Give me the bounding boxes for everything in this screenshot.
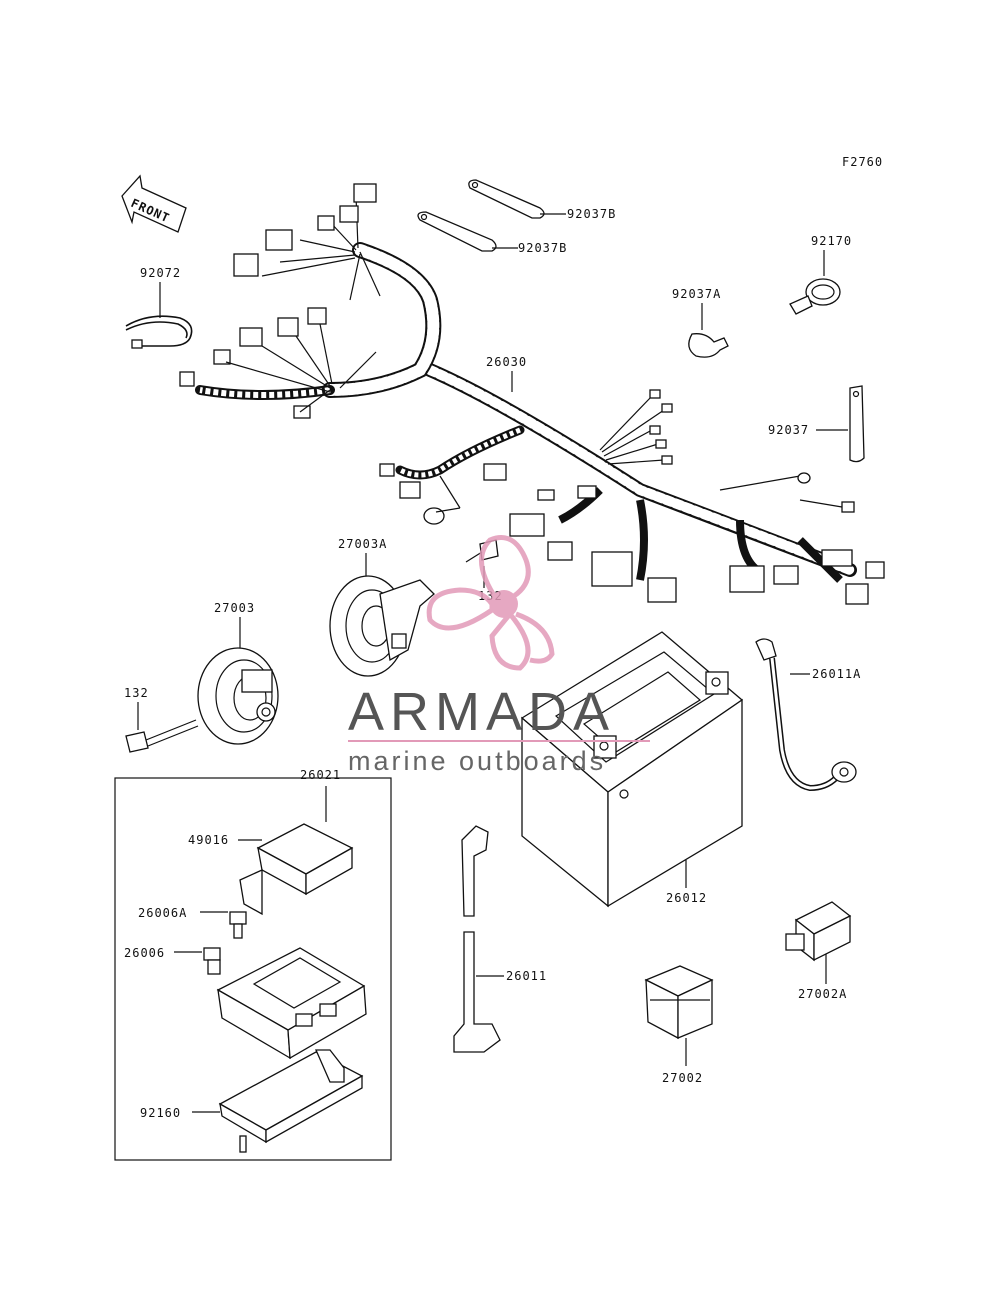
callout-26011a: 26011A bbox=[812, 667, 861, 681]
callout-92037b-2: 92037B bbox=[518, 241, 567, 255]
callout-26006a: 26006A bbox=[138, 906, 187, 920]
part-92170-clamp bbox=[789, 278, 841, 315]
callout-27002a: 27002A bbox=[798, 987, 847, 1001]
front-arrow-icon: FRONT bbox=[121, 174, 187, 233]
part-92160-cover bbox=[218, 1049, 364, 1153]
callout-27002: 27002 bbox=[662, 1071, 703, 1085]
part-92037a-clip bbox=[688, 333, 729, 358]
part-132-bolt-b bbox=[125, 719, 199, 753]
callout-92160: 92160 bbox=[140, 1106, 181, 1120]
part-27002a-relay bbox=[785, 901, 852, 962]
part-26030-harness bbox=[179, 183, 885, 605]
callout-26006: 26006 bbox=[124, 946, 165, 960]
part-26006-fuse bbox=[203, 947, 221, 975]
callout-92037a: 92037A bbox=[672, 287, 721, 301]
callout-27003: 27003 bbox=[214, 601, 255, 615]
propeller-logo-icon bbox=[426, 535, 555, 671]
kit-26021-frame bbox=[114, 777, 392, 1161]
part-49016-cover bbox=[239, 823, 354, 916]
watermark-brand: ARMADA bbox=[348, 682, 615, 742]
watermark-tagline: marine outboards bbox=[348, 746, 606, 776]
part-26006a-fuse bbox=[229, 911, 247, 939]
part-26012-battery bbox=[520, 631, 744, 908]
part-27002-relay bbox=[644, 965, 714, 1040]
part-27003-horn bbox=[197, 647, 279, 745]
callout-26012: 26012 bbox=[666, 891, 707, 905]
callout-92170: 92170 bbox=[811, 234, 852, 248]
diagram-code: F2760 bbox=[842, 155, 883, 169]
part-fuse-box bbox=[216, 947, 367, 1060]
watermark: ARMADA marine outboards bbox=[348, 535, 650, 776]
part-92072-band bbox=[125, 315, 193, 349]
callout-92037b-1: 92037B bbox=[567, 207, 616, 221]
callout-92037: 92037 bbox=[768, 423, 809, 437]
part-27003a-horn bbox=[329, 575, 435, 677]
part-92037-strap bbox=[849, 385, 865, 463]
callout-26021: 26021 bbox=[300, 768, 341, 782]
part-92037b-upper bbox=[468, 179, 545, 219]
callout-26030: 26030 bbox=[486, 355, 527, 369]
part-92037b-lower bbox=[417, 211, 497, 252]
callout-27003a: 27003A bbox=[338, 537, 387, 551]
callout-49016: 49016 bbox=[188, 833, 229, 847]
callout-92072: 92072 bbox=[140, 266, 181, 280]
part-26011-cable bbox=[453, 825, 501, 1053]
callout-132-b: 132 bbox=[124, 686, 149, 700]
callout-26011: 26011 bbox=[506, 969, 547, 983]
part-26011a-cable bbox=[755, 638, 857, 792]
